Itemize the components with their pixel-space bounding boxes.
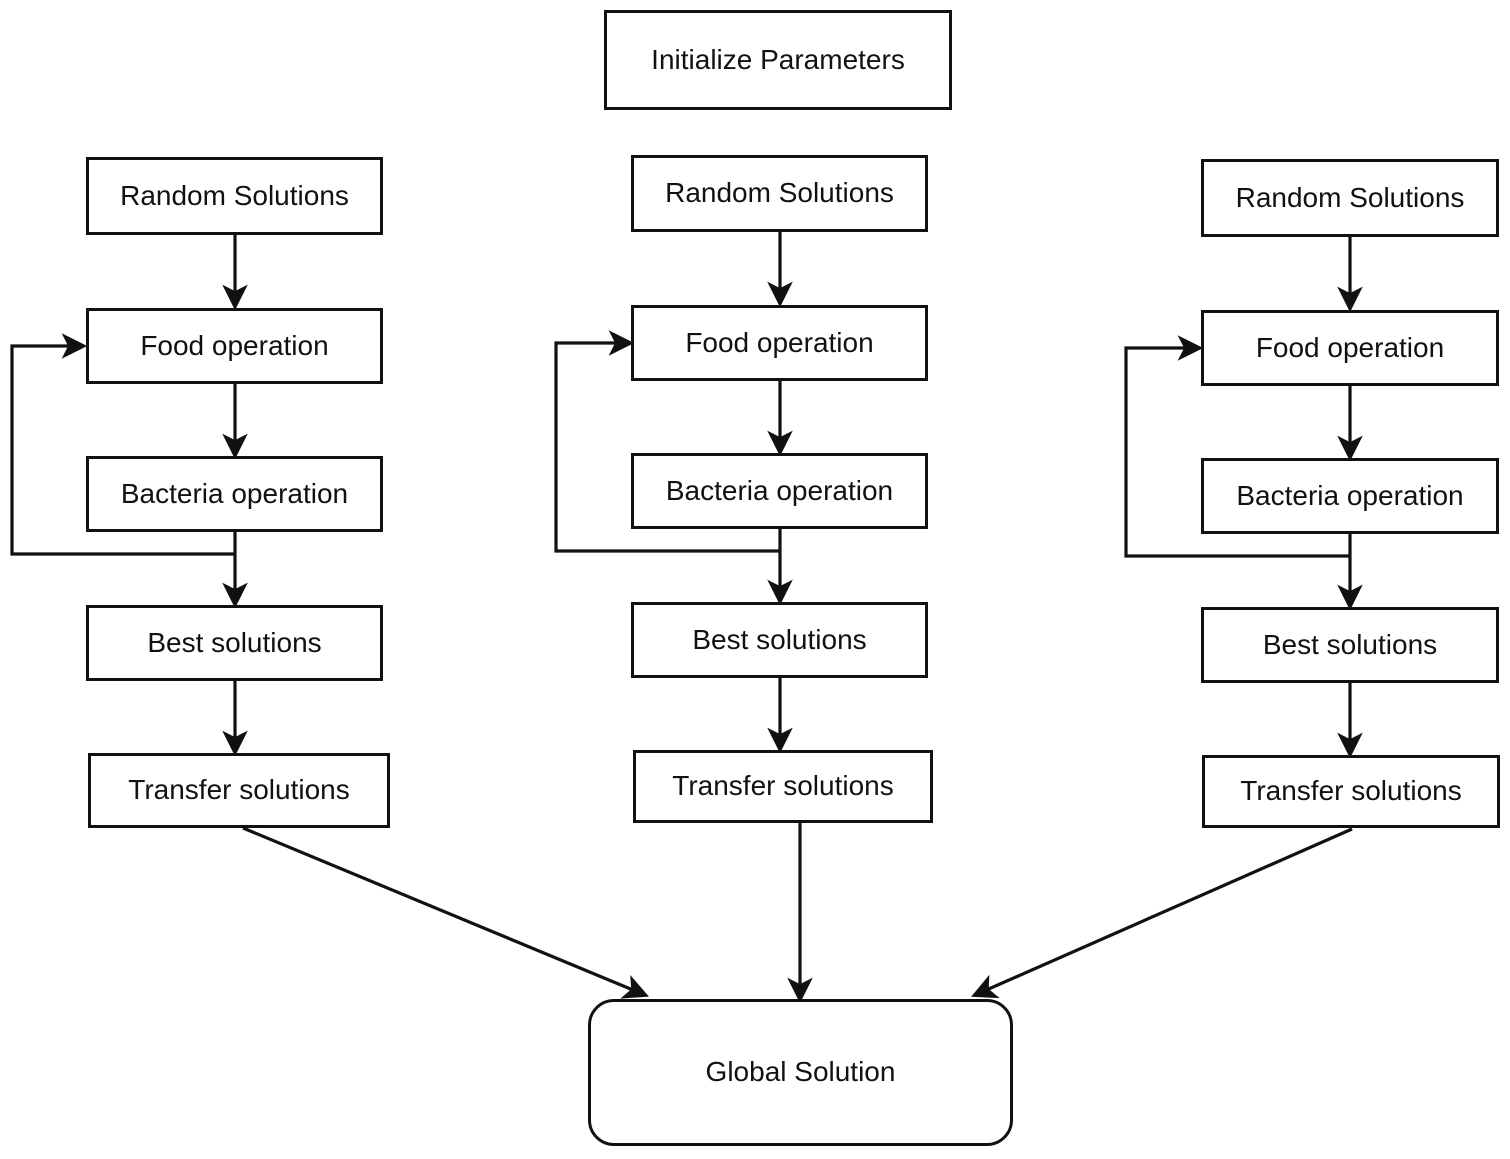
node-mid-best-solutions[interactable]: Best solutions: [631, 602, 928, 678]
node-global-solution[interactable]: Global Solution: [588, 999, 1013, 1146]
node-mid-transfer-solutions[interactable]: Transfer solutions: [633, 750, 933, 823]
node-label: Random Solutions: [1235, 181, 1465, 213]
node-right-best-solutions[interactable]: Best solutions: [1201, 607, 1499, 683]
node-label: Random Solutions: [665, 177, 894, 209]
node-mid-food-operation[interactable]: Food operation: [631, 305, 928, 381]
edge-left-transfer-to-global: [242, 826, 649, 999]
node-left-random-solutions[interactable]: Random Solutions: [86, 157, 383, 235]
node-right-random-solutions[interactable]: Random Solutions: [1201, 159, 1499, 237]
node-label: Bacteria operation: [1236, 479, 1464, 511]
node-left-food-operation[interactable]: Food operation: [86, 308, 383, 384]
edge-right-transfer-to-global: [971, 827, 1353, 999]
node-label: Global Solution: [705, 1056, 896, 1088]
node-mid-random-solutions[interactable]: Random Solutions: [631, 155, 928, 232]
node-right-transfer-solutions[interactable]: Transfer solutions: [1202, 755, 1500, 828]
node-label: Transfer solutions: [672, 770, 894, 802]
node-left-best-solutions[interactable]: Best solutions: [86, 605, 383, 681]
node-label: Transfer solutions: [128, 774, 350, 806]
node-label: Best solutions: [1262, 628, 1438, 660]
node-label: Initialize Parameters: [651, 43, 905, 75]
node-right-bacteria-operation[interactable]: Bacteria operation: [1201, 458, 1499, 534]
node-label: Food operation: [140, 329, 329, 361]
node-label: Food operation: [685, 326, 874, 358]
node-right-food-operation[interactable]: Food operation: [1201, 310, 1499, 386]
node-label: Bacteria operation: [665, 474, 894, 506]
node-label: Random Solutions: [120, 179, 349, 211]
node-label: Transfer solutions: [1240, 775, 1462, 807]
node-label: Best solutions: [692, 623, 867, 655]
node-mid-bacteria-operation[interactable]: Bacteria operation: [631, 453, 928, 529]
node-label: Best solutions: [147, 626, 322, 658]
node-left-transfer-solutions[interactable]: Transfer solutions: [88, 753, 390, 828]
node-label: Bacteria operation: [120, 477, 349, 509]
node-left-bacteria-operation[interactable]: Bacteria operation: [86, 456, 383, 532]
node-label: Food operation: [1255, 331, 1445, 363]
node-initialize-parameters[interactable]: Initialize Parameters: [604, 10, 952, 110]
